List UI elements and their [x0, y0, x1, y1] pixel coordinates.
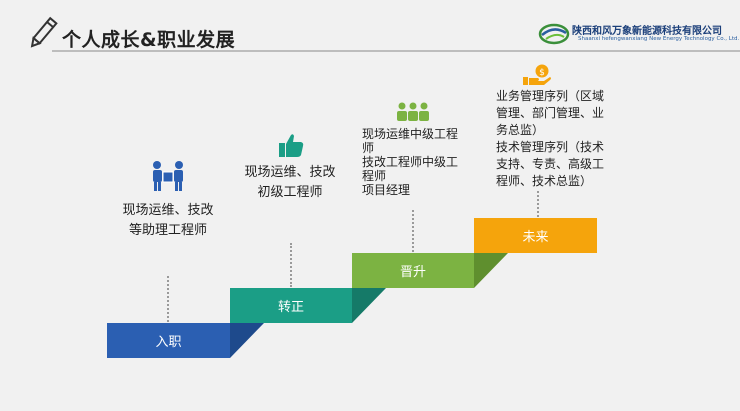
company-name-en: Shaanxi hefengwanxiang New Energy Techno… — [578, 36, 740, 42]
step3-description-line: 项目经理 — [362, 183, 411, 197]
step1-connector — [167, 276, 169, 322]
company-logo: 陕西和风万象新能源科技有限公司 Shaanxi hefengwanxiang N… — [538, 20, 740, 48]
step4-connector — [537, 191, 539, 217]
step-promotion-label: 晋升 — [399, 265, 426, 280]
step3-description-line: 师 — [362, 141, 375, 155]
step1-description: 现场运维、技改 等助理工程师 — [103, 201, 233, 241]
step2-description-line: 现场运维、技改 — [244, 165, 336, 180]
step4-description: 业务管理序列（区域 管理、部门管理、业 务总监） 技术管理序列（技术 支持、专责… — [496, 88, 604, 190]
step2-description: 现场运维、技改 初级工程师 — [225, 163, 355, 203]
title-divider — [52, 50, 740, 52]
step3-description-line: 程师 — [362, 169, 387, 183]
step4-description-line: 业务管理序列（区域 — [496, 89, 605, 103]
step4-description-line: 程师、技术总监） — [496, 174, 593, 188]
page-title: 个人成长&职业发展 — [62, 29, 236, 51]
team-group-icon — [397, 102, 429, 121]
thumbs-up-icon — [279, 134, 304, 157]
step-regularization-label: 转正 — [277, 300, 304, 315]
step4-description-line: 技术管理序列（技术 — [496, 140, 605, 154]
step-regularization: 转正 — [230, 288, 352, 323]
step3-description-line: 技改工程师中级工 — [362, 155, 459, 169]
step-promotion: 晋升 — [352, 253, 474, 288]
money-hand-icon: $ — [523, 64, 551, 85]
step1-description-line: 等助理工程师 — [128, 223, 207, 238]
step-future-label: 未来 — [522, 230, 549, 245]
step-onboarding: 入职 — [107, 323, 230, 358]
step1-description-line: 现场运维、技改 — [122, 203, 214, 218]
worker-carrying-box-icon — [153, 161, 183, 191]
step3-connector — [412, 210, 414, 252]
company-name-cn: 陕西和风万象新能源科技有限公司 — [572, 26, 722, 37]
step3-description-line: 现场运维中级工程 — [362, 127, 459, 141]
step4-description-line: 务总监） — [496, 123, 545, 137]
pencil-icon — [30, 16, 58, 48]
step-onboarding-label: 入职 — [155, 335, 182, 350]
step3-description: 现场运维中级工程 师 技改工程师中级工 程师 项目经理 — [362, 127, 458, 197]
step-future: 未来 — [474, 218, 597, 253]
svg-text:$: $ — [539, 68, 545, 78]
step2-description-line: 初级工程师 — [257, 185, 323, 200]
step4-description-line: 支持、专责、高级工 — [496, 157, 605, 171]
step2-connector — [290, 243, 292, 287]
logo-mark-icon — [538, 23, 570, 45]
step4-description-line: 管理、部门管理、业 — [496, 106, 605, 120]
